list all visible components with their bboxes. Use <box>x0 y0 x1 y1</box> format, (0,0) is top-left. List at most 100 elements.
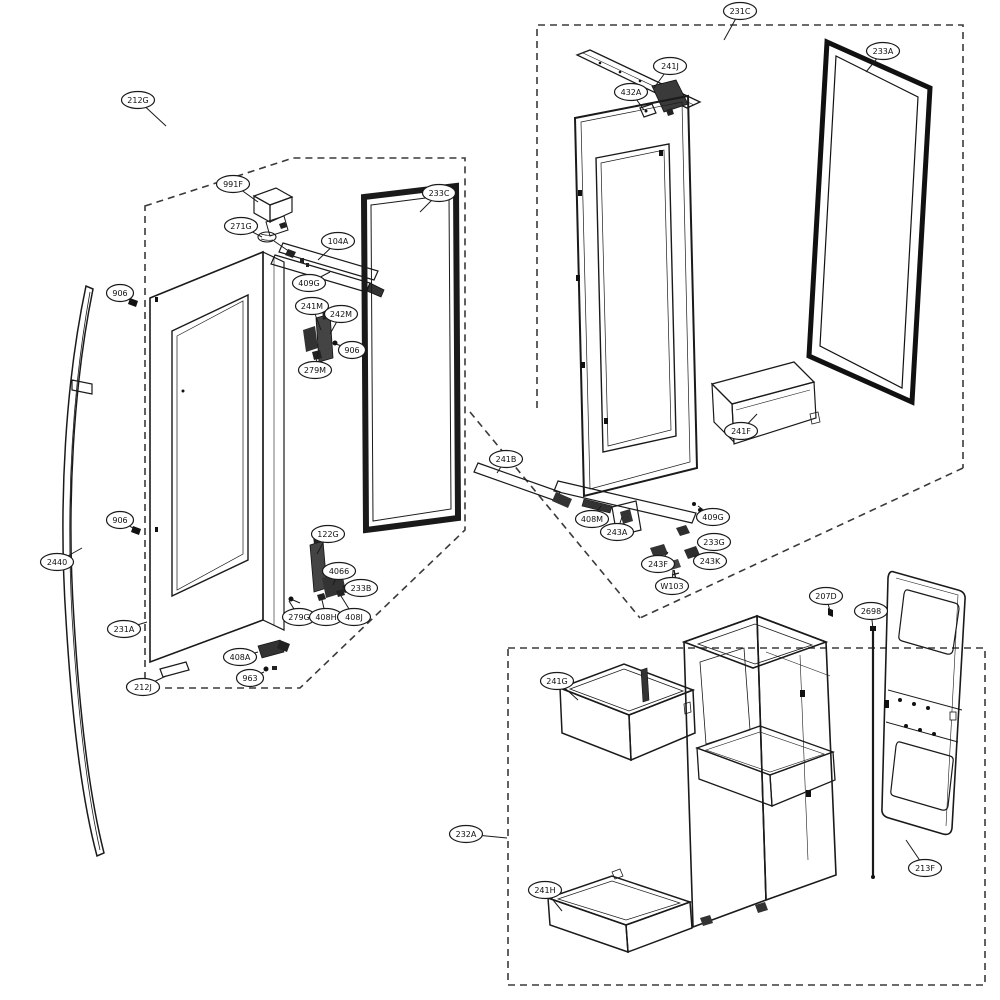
callout-906: 906 <box>105 510 137 531</box>
coil-connector <box>285 249 296 258</box>
callout-label: 2698 <box>861 607 881 616</box>
callout-label: 241M <box>301 302 323 311</box>
clip-243f <box>650 544 668 558</box>
bracket-top <box>252 187 294 206</box>
callout-oval <box>125 677 161 697</box>
tray-top <box>695 725 835 776</box>
callout-oval <box>321 561 357 581</box>
panel-hole-2 <box>912 702 916 706</box>
callout-oval <box>808 586 844 606</box>
pin-207d <box>828 608 833 617</box>
liner-left-face <box>683 614 767 929</box>
gasket-inner <box>819 55 919 389</box>
callout-label: 432A <box>621 88 642 97</box>
basket2-right <box>625 900 693 954</box>
screw-279g <box>288 596 294 602</box>
callout-label: 241J <box>661 62 679 71</box>
rail-body <box>575 49 702 109</box>
callout-906: 906 <box>335 340 367 360</box>
frame-clip-3 <box>581 362 585 368</box>
callout-2440: 2440 <box>39 547 83 572</box>
bracket-991f <box>252 187 294 237</box>
callout-241G: 241G <box>539 671 579 701</box>
panel-tab-2 <box>949 711 957 721</box>
callout-4066: 4066 <box>321 561 357 586</box>
callout-oval <box>310 524 346 544</box>
callout-oval <box>907 858 943 878</box>
rail-241b-cap <box>552 492 572 508</box>
callout-oval <box>291 273 327 293</box>
callout-oval <box>105 510 135 530</box>
callout-label: 906 <box>112 289 127 298</box>
coil-bit-2 <box>306 263 309 267</box>
freezer-door-assembly-group <box>545 570 966 954</box>
callout-oval <box>539 671 575 691</box>
liner-line-2 <box>799 654 809 861</box>
callout-oval <box>722 1 758 21</box>
callout-408J: 408J <box>336 595 372 627</box>
tray-rim-inner <box>705 731 825 773</box>
frame-clip-4 <box>604 418 608 424</box>
callout-label: 241G <box>546 677 567 686</box>
callout-label: 279G <box>288 613 309 622</box>
door-dot <box>181 389 185 393</box>
callout-oval <box>120 90 156 110</box>
liner-clip-2 <box>806 790 811 797</box>
frame-clip-2 <box>576 275 580 281</box>
callout-oval <box>652 56 688 76</box>
panel-pocket-upper <box>898 589 960 655</box>
callout-oval <box>527 880 563 900</box>
callout-233B: 233B <box>343 578 379 598</box>
callout-oval <box>297 360 333 380</box>
callout-oval <box>448 824 484 844</box>
callout-oval <box>654 576 690 596</box>
screw-408h <box>317 593 326 601</box>
callout-label: 409G <box>702 513 723 522</box>
callout-label: 408H <box>315 613 336 622</box>
callout-279M: 279M <box>297 351 333 380</box>
callout-oval <box>336 607 372 627</box>
clip-dot <box>644 109 648 113</box>
callout-oval <box>421 183 457 203</box>
callout-oval <box>865 41 901 61</box>
callout-oval <box>39 552 75 572</box>
callout-label: 243A <box>607 528 628 537</box>
rail-dot-3 <box>638 79 642 83</box>
basket-rim <box>557 663 696 716</box>
callout-408H: 408H <box>308 599 344 627</box>
handle-inner-line <box>69 291 101 851</box>
callout-label: W103 <box>660 582 683 591</box>
right-door-section-box <box>536 24 964 468</box>
callout-408A: 408A <box>222 647 259 667</box>
gasket-233a <box>806 38 933 406</box>
basket-rim-inner <box>568 668 685 712</box>
panel-hole-3 <box>926 706 930 710</box>
callout-oval <box>343 578 379 598</box>
glass-outer <box>360 182 462 534</box>
liner-foot-1 <box>700 915 713 926</box>
bracket-port <box>279 222 287 229</box>
callout-oval <box>294 296 330 316</box>
callout-label: 207D <box>815 592 836 601</box>
screw-408j <box>336 589 345 597</box>
frame-opening-inner <box>600 149 672 447</box>
callout-241M: 241M <box>294 296 330 331</box>
callout-991F: 991F <box>215 174 259 203</box>
basket-slot <box>683 701 692 715</box>
bottom-rail <box>553 480 697 524</box>
callout-oval <box>215 174 251 194</box>
callout-label: 212G <box>127 96 148 105</box>
inner-door-panel-213f <box>881 570 966 836</box>
callout-232A: 232A <box>448 824 508 844</box>
callout-label: 213F <box>915 864 935 873</box>
frame-clip-5 <box>659 150 663 156</box>
door-clip-2 <box>155 527 158 532</box>
rail-dot-1 <box>598 61 602 65</box>
callout-432A: 432A <box>613 82 649 111</box>
bottom-rail-cluster <box>553 480 702 594</box>
panel-outer <box>881 570 966 836</box>
liner-right-face <box>756 614 837 902</box>
callout-label: 409G <box>298 279 319 288</box>
callout-oval <box>640 554 676 574</box>
